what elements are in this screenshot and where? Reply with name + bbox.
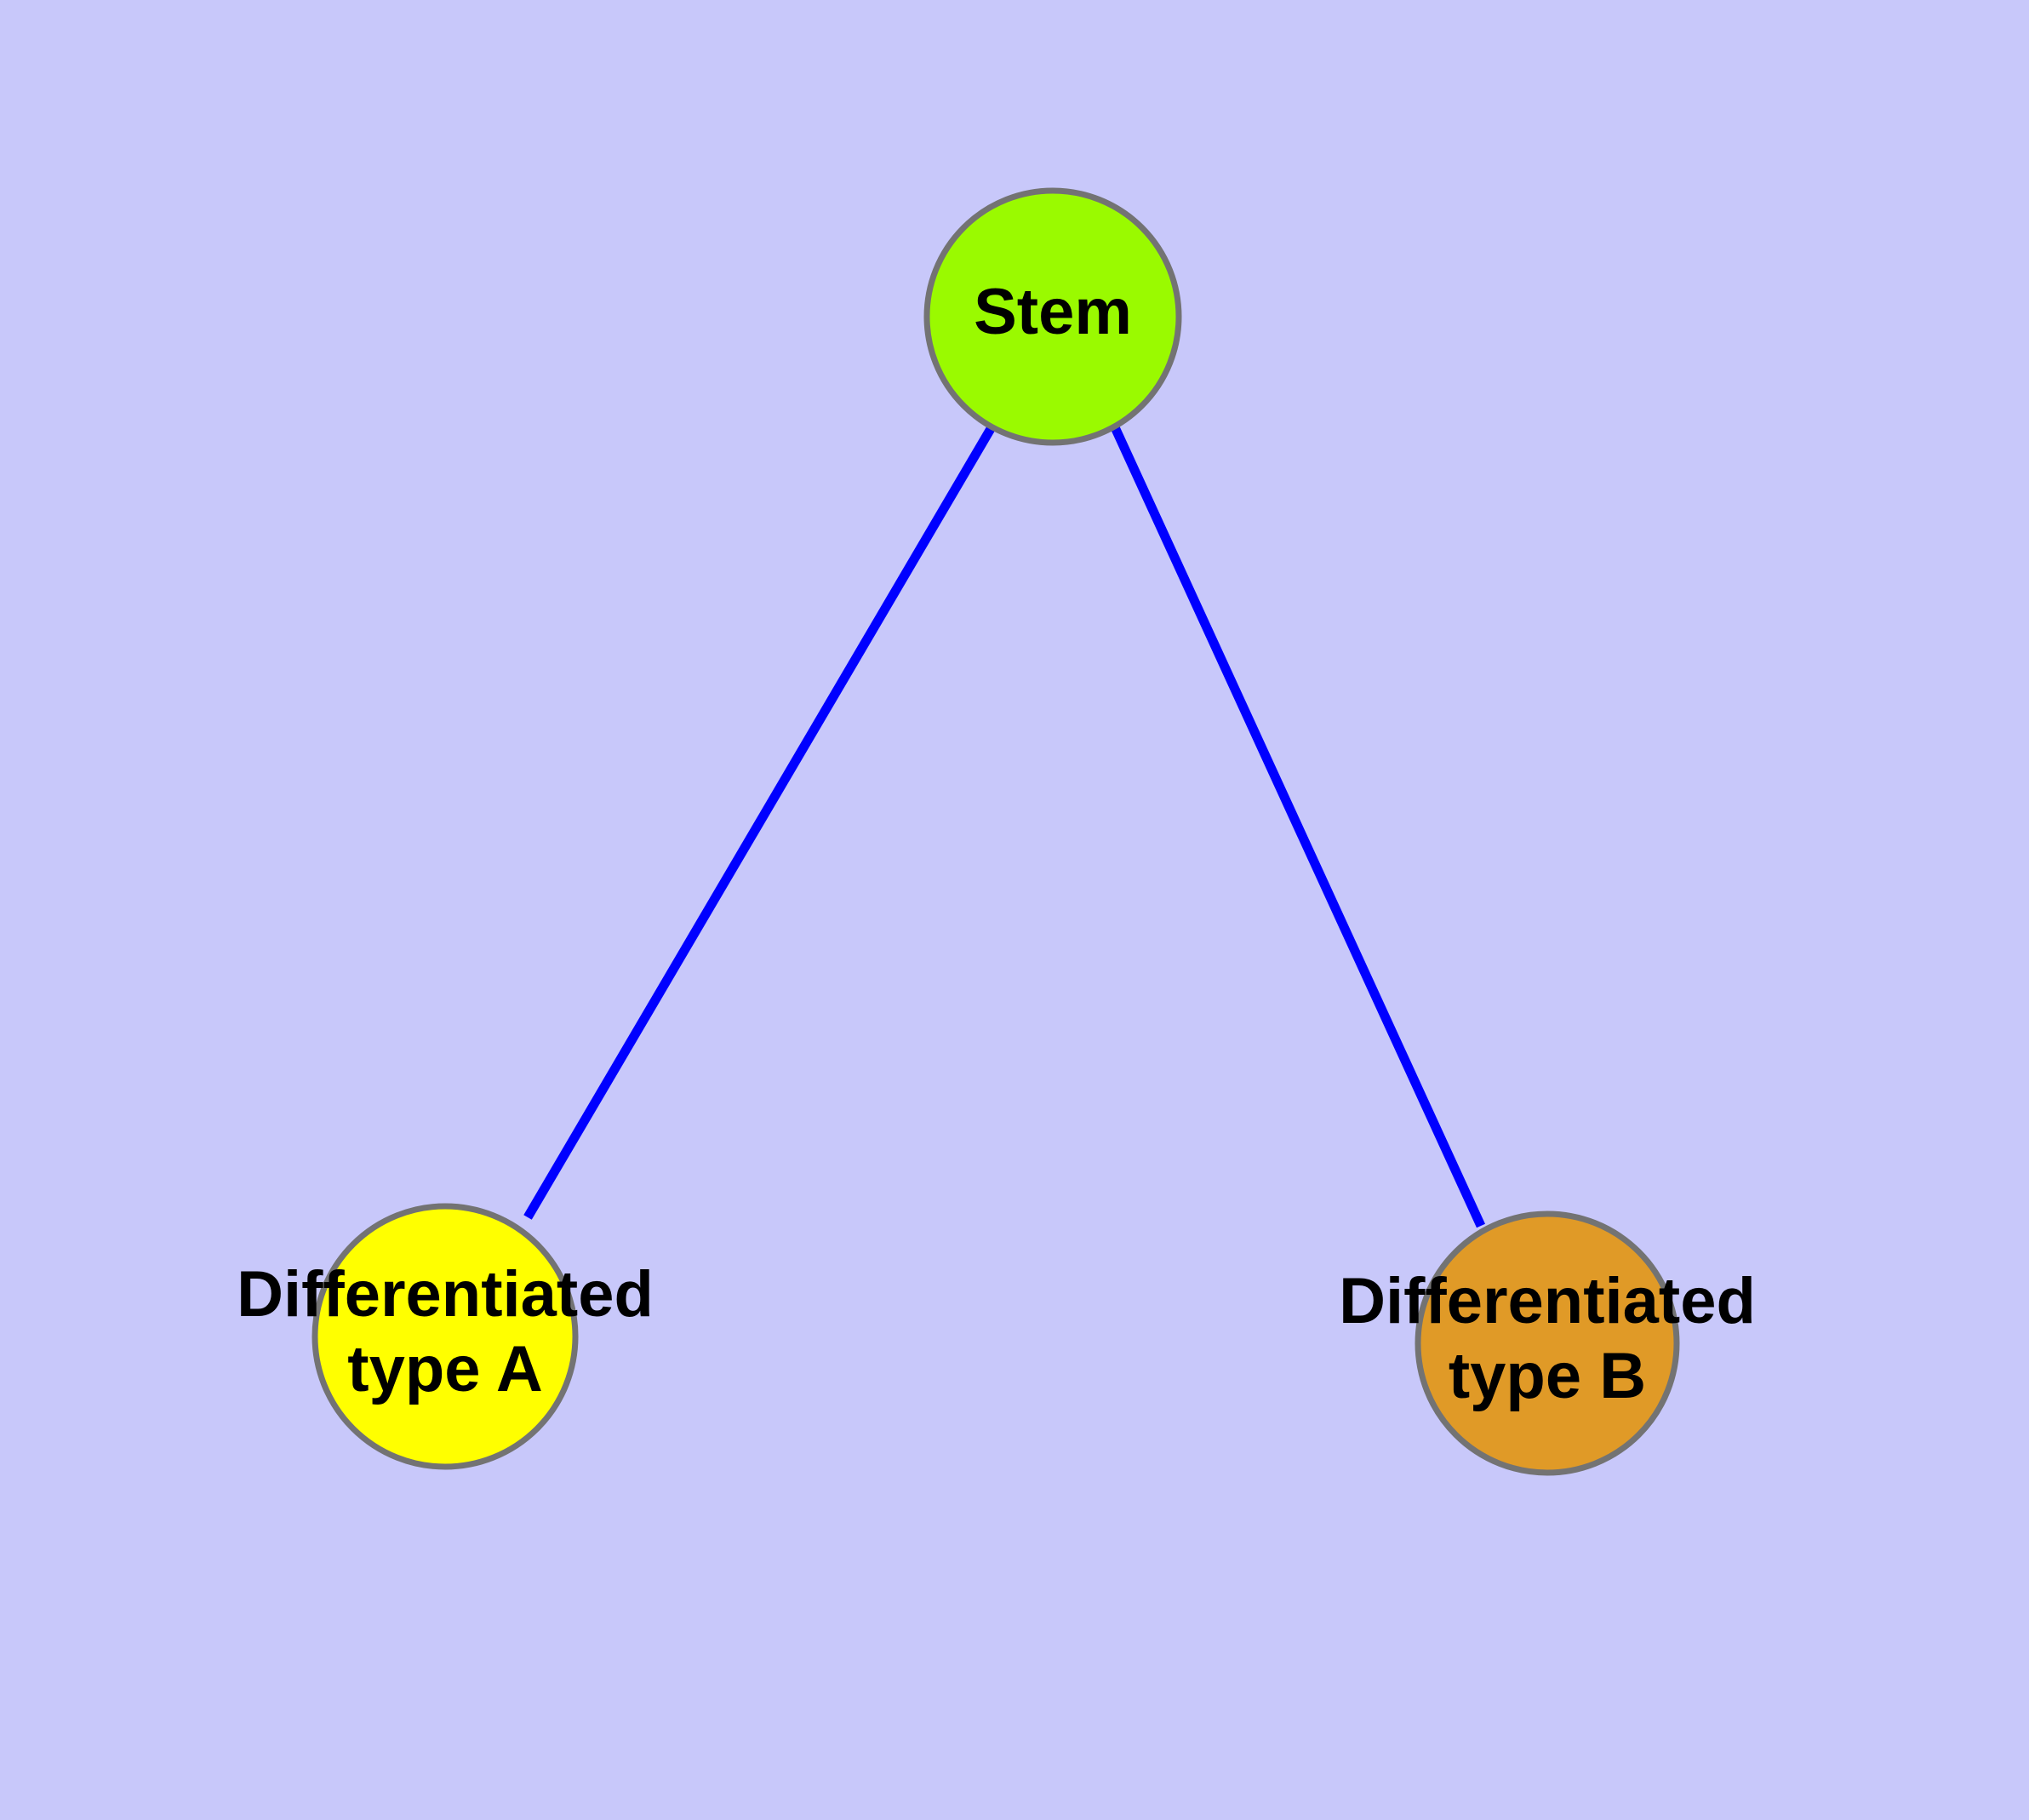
node-layer bbox=[311, 187, 1680, 1476]
node-stem-circle[interactable] bbox=[923, 187, 1182, 446]
edge-layer bbox=[523, 425, 1485, 1228]
edge-stem-to-differentiated-type-b[interactable] bbox=[1111, 425, 1485, 1228]
node-differentiated-type-a-circle[interactable] bbox=[311, 1203, 579, 1470]
edge-stem-to-differentiated-type-a[interactable] bbox=[523, 425, 996, 1220]
node-stem-label: Stem bbox=[974, 276, 1132, 348]
node-differentiated-type-b-circle[interactable] bbox=[1415, 1210, 1680, 1476]
